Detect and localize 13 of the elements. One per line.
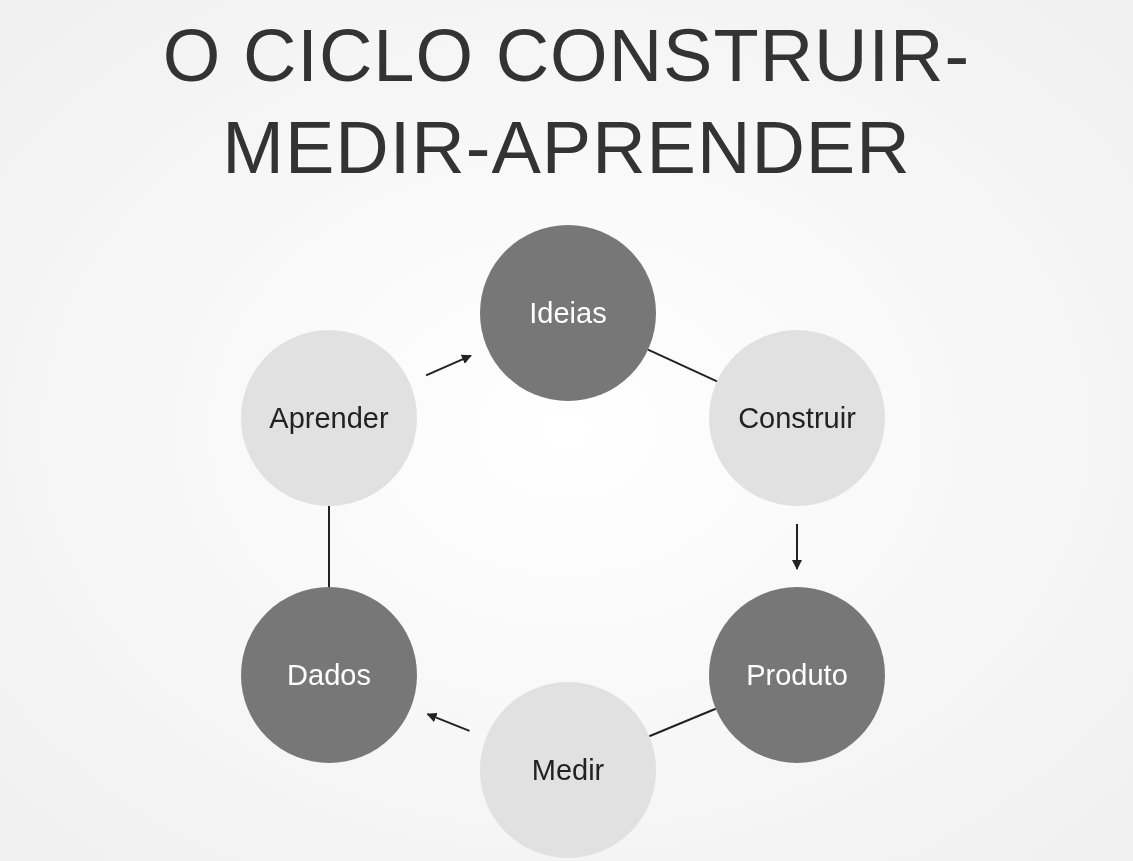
arrow [426,712,471,732]
node-label: Ideias [529,296,607,330]
node-label: Produto [746,658,848,692]
connector-line [328,505,330,588]
node-label: Construir [738,401,856,435]
arrow [425,354,472,377]
node-label: Aprender [269,401,389,435]
node-label: Medir [531,753,605,787]
title: O CICLO CONSTRUIR-MEDIR-APRENDER [161,13,972,191]
connector-line [648,707,717,738]
node-label: Dados [287,658,371,692]
arrow [792,523,802,570]
connector-line [647,348,718,383]
